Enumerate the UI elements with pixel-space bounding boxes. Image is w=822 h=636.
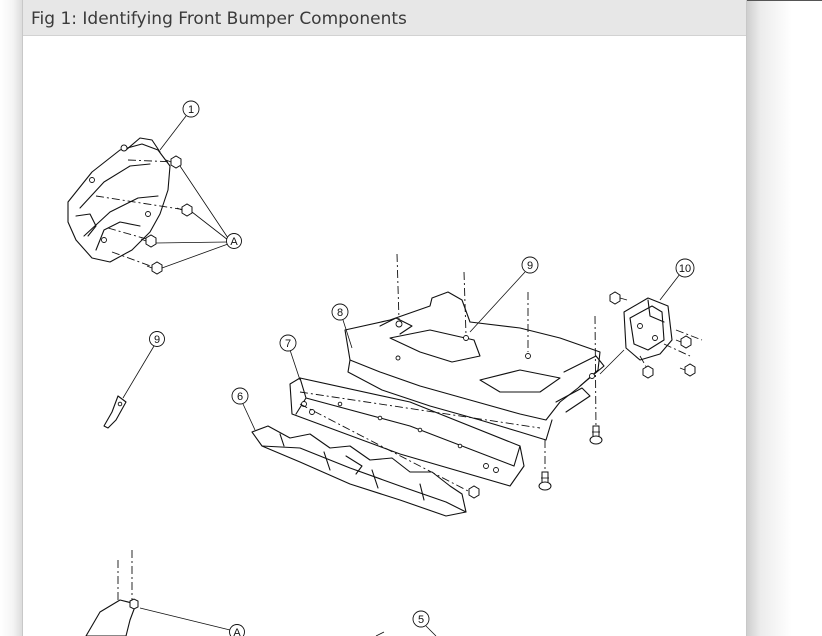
svg-text:1: 1 [188,104,194,116]
part-1-bolts [140,155,193,275]
leader-1 [159,115,187,151]
svg-text:5: 5 [418,614,424,626]
svg-text:6: 6 [237,391,243,403]
part-8-undercover [344,291,605,441]
top-rule [747,0,822,1]
callout-A-bottom: A [229,624,245,636]
callout-10: 10 [675,258,695,278]
svg-text:A: A [230,236,238,248]
figure-caption: Fig 1: Identifying Front Bumper Componen… [31,9,407,29]
leader-6 [242,403,256,431]
svg-text:A: A [233,627,241,636]
part-10-bolts [609,291,696,379]
callout-A-top: A [226,233,242,249]
part-7-reinforcement [289,377,541,493]
right-page-shadow [747,0,822,636]
leaders-A-top [155,165,229,269]
callout-9-right: 9 [521,256,539,274]
callout-5: 5 [412,610,430,628]
leader-5 [425,625,437,636]
left-page-shadow [0,0,22,636]
bottom-bracket-partial [85,550,231,636]
part-10-side-bracket [599,295,703,375]
leader-7 [289,349,301,381]
svg-text:8: 8 [337,307,343,319]
callout-8: 8 [331,303,349,321]
part-8-bolts [538,425,603,491]
leader-8 [342,319,353,349]
figure-panel: Fig 1: Identifying Front Bumper Componen… [22,0,747,636]
svg-text:10: 10 [679,263,691,275]
svg-text:9: 9 [527,260,533,272]
part-6-absorber [251,425,467,517]
part-7-bolt [468,485,480,499]
callout-9-left: 9 [149,331,165,347]
bottom-fragment [375,631,385,636]
part-1-bracket [67,137,187,269]
part-8-guide-lines [396,253,597,478]
leader-9-right [469,271,526,333]
part-9-clip-left [103,345,155,429]
callout-6: 6 [231,387,249,405]
svg-text:7: 7 [285,338,291,350]
callout-7: 7 [279,334,297,352]
callout-1: 1 [182,100,200,118]
figure-header: Fig 1: Identifying Front Bumper Componen… [23,0,746,36]
svg-text:9: 9 [154,334,160,346]
leader-10 [659,273,681,301]
